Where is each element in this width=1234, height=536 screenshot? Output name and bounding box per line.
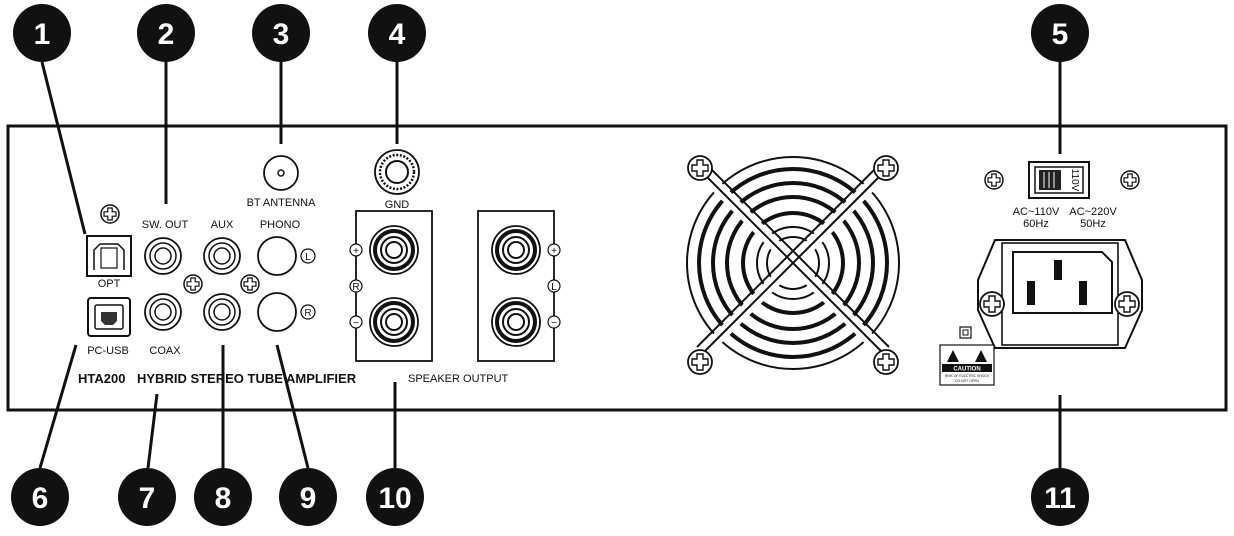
inlet-screw <box>1114 291 1140 317</box>
leader-lines <box>38 60 1062 469</box>
svg-text:2: 2 <box>158 18 175 51</box>
aux-jack-right <box>203 293 241 331</box>
fan-screw <box>687 349 713 375</box>
svg-text:+: + <box>353 246 359 257</box>
badge-10: 10 <box>366 468 424 526</box>
ac-power-inlet <box>977 239 1143 349</box>
phono-jack-right <box>257 292 297 332</box>
caution-line-1: RISK OF ELECTRIC SHOCK <box>945 374 990 378</box>
optical-input: OPT <box>86 204 132 290</box>
freq-60-label: 60Hz <box>1023 218 1049 230</box>
fan-screw <box>687 155 713 181</box>
aux-label: AUX <box>211 219 234 231</box>
gnd-terminal <box>374 149 420 195</box>
opt-label: OPT <box>98 278 121 290</box>
pc-usb-port: PC-USB <box>87 297 131 357</box>
caution-title: CAUTION <box>953 367 980 373</box>
leader-line-9 <box>275 344 310 469</box>
caution-label: CAUTION RISK OF ELECTRIC SHOCK DO NOT OP… <box>939 344 995 386</box>
badge-3: 3 <box>252 4 310 62</box>
svg-text:R: R <box>304 308 311 319</box>
double-insulation-symbol <box>959 326 972 339</box>
badge-8: 8 <box>194 468 252 526</box>
badge-7: 7 <box>118 468 176 526</box>
freq-50-label: 50Hz <box>1080 218 1106 230</box>
badge-5: 5 <box>1031 4 1089 62</box>
voltage-selector-switch: 110V <box>1028 161 1090 199</box>
svg-text:9: 9 <box>300 482 317 515</box>
sw-out-label: SW. OUT <box>142 219 189 231</box>
leader-line-1 <box>40 61 87 235</box>
coax-jack <box>144 293 182 331</box>
svg-text:8: 8 <box>215 482 232 515</box>
inlet-screw <box>979 291 1005 317</box>
bt-antenna-label: BT ANTENNA <box>247 197 317 209</box>
voltage-110-label: AC~110V <box>1013 206 1060 218</box>
gnd-label: GND <box>385 199 410 211</box>
fan-screw <box>873 155 899 181</box>
panel-screw <box>1120 170 1140 190</box>
voltage-switch-value: 110V <box>1069 169 1080 192</box>
svg-text:L: L <box>551 282 557 293</box>
fan-screw <box>873 349 899 375</box>
rear-panel-outline <box>6 124 1228 412</box>
number-badges: 1 2 3 4 5 6 7 8 9 10 11 <box>11 4 1089 526</box>
svg-text:3: 3 <box>273 18 290 51</box>
leader-line-6 <box>38 344 78 469</box>
svg-text:1: 1 <box>34 18 51 51</box>
badge-9: 9 <box>279 468 337 526</box>
model-description: HYBRID STEREO TUBE AMPLIFIER <box>137 371 357 386</box>
badge-11: 11 <box>1031 468 1089 526</box>
pc-usb-label: PC-USB <box>87 345 129 357</box>
voltage-220-label: AC~220V <box>1069 206 1117 218</box>
panel-screw <box>984 170 1004 190</box>
caution-line-2: DO NOT OPEN <box>955 379 979 383</box>
badge-4: 4 <box>368 4 426 62</box>
svg-text:L: L <box>305 252 311 263</box>
svg-text:10: 10 <box>378 482 411 515</box>
model-name: HTA200 <box>78 371 125 386</box>
svg-text:5: 5 <box>1052 18 1069 51</box>
coax-label: COAX <box>149 345 181 357</box>
panel-screw <box>183 274 203 294</box>
speaker-left-markers: + L − <box>547 243 561 329</box>
badge-6: 6 <box>11 468 69 526</box>
phono-right-marker: R <box>300 304 316 320</box>
svg-text:11: 11 <box>1044 482 1076 515</box>
panel-screw <box>240 274 260 294</box>
speaker-right-markers: + R − <box>349 243 363 329</box>
aux-jack-left <box>203 237 241 275</box>
speaker-output-left-block <box>477 210 555 362</box>
speaker-output-label: SPEAKER OUTPUT <box>408 373 509 385</box>
svg-text:−: − <box>551 318 557 329</box>
leader-line-7 <box>146 393 159 469</box>
phono-label: PHONO <box>260 219 301 231</box>
svg-text:4: 4 <box>389 18 406 51</box>
phono-jack-left <box>257 236 297 276</box>
bt-antenna-connector <box>263 155 299 191</box>
badge-2: 2 <box>137 4 195 62</box>
svg-text:7: 7 <box>139 482 156 515</box>
svg-text:−: − <box>353 318 359 329</box>
sw-out-jack <box>144 237 182 275</box>
svg-text:R: R <box>352 282 359 293</box>
svg-text:6: 6 <box>32 482 49 515</box>
svg-text:+: + <box>551 246 557 257</box>
speaker-output-right-block <box>355 210 433 362</box>
phono-left-marker: L <box>300 248 316 264</box>
cooling-fan-grille <box>686 156 900 370</box>
badge-1: 1 <box>13 4 71 62</box>
